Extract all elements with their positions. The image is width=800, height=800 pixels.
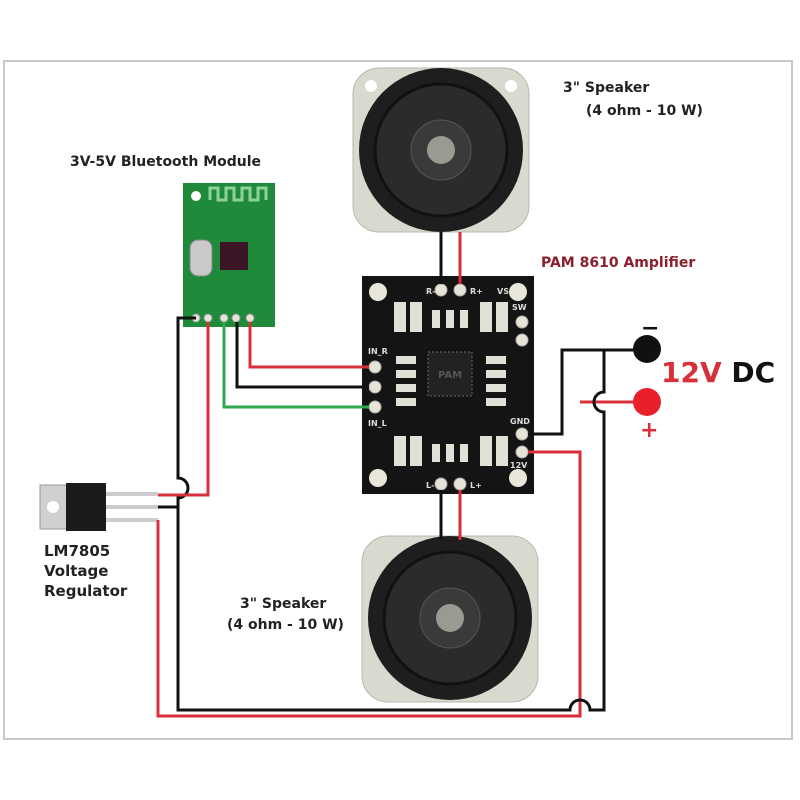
pin-sw-2 xyxy=(515,333,529,347)
pin-l-minus xyxy=(434,477,448,491)
bt-chip xyxy=(220,242,248,270)
wire-audio-gnd xyxy=(235,322,369,389)
pam8610-amplifier-board: PAM R- R+ VS xyxy=(362,276,534,494)
bluetooth-module xyxy=(183,183,275,327)
speaker-top-label-1: 3" Speaker xyxy=(563,80,650,96)
dc-negative-terminal[interactable] xyxy=(633,335,661,363)
pin-l-plus xyxy=(453,477,467,491)
pin-gnd xyxy=(515,427,529,441)
regulator-label-2: Voltage xyxy=(44,562,109,580)
pin-in-gnd xyxy=(368,380,382,394)
pin-label: SW xyxy=(512,303,527,312)
wire-ground-return xyxy=(176,348,640,712)
speaker-top-label-2: (4 ohm - 10 W) xyxy=(586,103,703,119)
pin-label: L+ xyxy=(470,481,482,490)
speaker-bottom-label-2: (4 ohm - 10 W) xyxy=(227,617,344,633)
speaker-bottom-label-1: 3" Speaker xyxy=(240,596,327,612)
pin-r-minus xyxy=(434,283,448,297)
wire-audio-left xyxy=(222,322,369,409)
pin-label: IN_L xyxy=(368,419,387,428)
diagram-frame xyxy=(3,60,793,740)
pin-label: 12V xyxy=(510,461,528,470)
pin-label: IN_R xyxy=(368,347,388,356)
pin-label: GND xyxy=(510,417,530,426)
lm7805-regulator xyxy=(39,483,158,531)
minus-sign: − xyxy=(641,316,660,341)
antenna-trace xyxy=(208,186,268,202)
power-supply-label: 12V DC xyxy=(661,356,775,389)
regulator-label-1: LM7805 xyxy=(44,542,111,560)
pin-in-r xyxy=(368,360,382,374)
pin-12v xyxy=(515,445,529,459)
wires xyxy=(156,232,640,718)
voltage-value: 12V xyxy=(661,356,722,389)
mount-hole xyxy=(505,80,517,92)
amp-chip xyxy=(427,351,473,397)
regulator-label-3: Regulator xyxy=(44,582,128,600)
pin-label: R- xyxy=(426,287,435,296)
chip-label: PAM xyxy=(438,370,462,381)
dc-positive-terminal[interactable] xyxy=(633,388,661,416)
mount-hole xyxy=(365,80,377,92)
amplifier-label: PAM 8610 Amplifier xyxy=(541,255,696,271)
pin-in-l xyxy=(368,400,382,414)
speaker-top xyxy=(352,67,530,233)
pin-sw-1 xyxy=(515,315,529,329)
pin-label: VS xyxy=(497,287,509,296)
crystal xyxy=(189,239,213,277)
wire-bt-gnd xyxy=(158,316,196,509)
wire-audio-right xyxy=(248,322,369,369)
plus-sign: + xyxy=(640,418,659,443)
wire-amp-gnd xyxy=(528,348,604,436)
pin-r-plus xyxy=(453,283,467,297)
pin-label: R+ xyxy=(470,287,483,296)
current-type: DC xyxy=(731,356,776,389)
bluetooth-label: 3V-5V Bluetooth Module xyxy=(70,154,262,170)
wire-12v-positive xyxy=(156,450,582,718)
wire-bt-vcc xyxy=(158,322,210,497)
speaker-bottom xyxy=(361,535,539,703)
pin-label: L- xyxy=(426,481,434,490)
